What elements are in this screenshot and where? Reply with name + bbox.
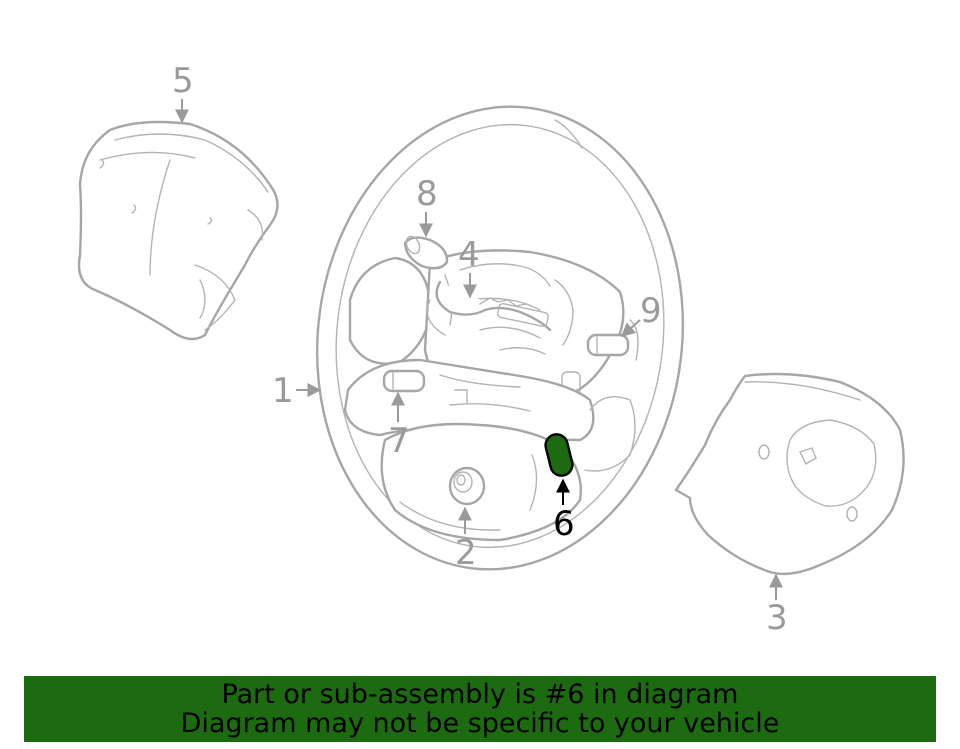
switch-part-highlighted [544,433,574,477]
airbag-module-part [77,120,279,341]
callout-3: 3 [766,598,788,638]
info-banner: Part or sub-assembly is #6 in diagram Di… [24,676,936,742]
callout-5: 5 [172,61,194,101]
parts-diagram: 5 1 8 4 9 7 2 6 3 [77,61,905,638]
leader-lines [175,99,783,600]
callout-2: 2 [455,533,477,573]
callout-1: 1 [272,371,294,411]
banner-line-1: Part or sub-assembly is #6 in diagram [221,679,739,710]
button-right-part [586,319,639,361]
screw-plug-part [448,466,486,506]
leader-9 [620,319,641,337]
callout-4: 4 [458,235,480,275]
callout-6: 6 [553,504,575,544]
callout-9: 9 [640,291,662,331]
steering-wheel-part [315,105,685,571]
button-upper-left-part [403,235,449,270]
banner-line-2: Diagram may not be specific to your vehi… [180,708,780,739]
callout-labels: 5 1 8 4 9 7 2 6 3 [172,61,788,638]
lower-cover-part [674,372,905,576]
callout-8: 8 [416,174,438,214]
button-lower-left-part [382,369,426,393]
callout-7: 7 [388,421,410,461]
